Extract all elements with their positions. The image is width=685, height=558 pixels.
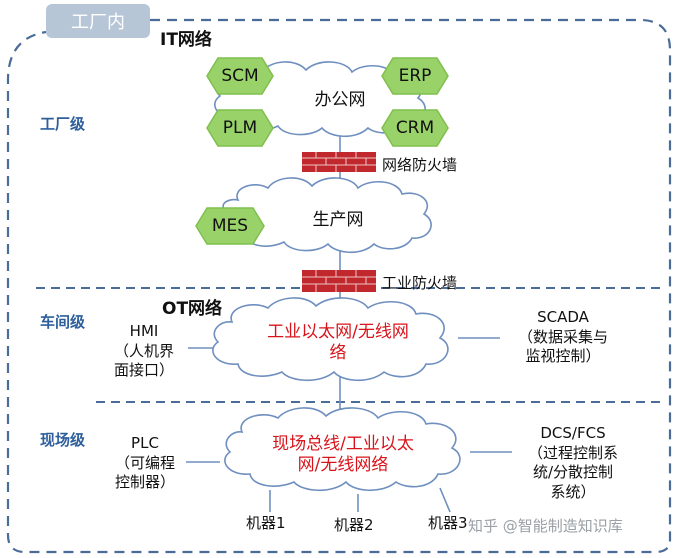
factory-boundary [6, 18, 672, 554]
scada-block: SCADA （数据采集与 监视控制） [500, 308, 626, 367]
scada-desc-1: （数据采集与 [517, 327, 608, 346]
plc-desc-1: （可编程 [114, 453, 175, 472]
hmi-title: HMI [129, 322, 159, 340]
network-firewall-graphic [302, 152, 376, 172]
mes-label: MES [211, 216, 249, 236]
plc-desc-2: 控制器） [114, 473, 175, 491]
hmi-desc-1: （人机界 [113, 341, 174, 360]
plm-hexagon [206, 109, 274, 147]
dcs-desc-1: （过程控制系 [527, 443, 618, 462]
connector-machine-3 [439, 487, 451, 513]
scm-node: SCM [207, 58, 273, 94]
production-network-label: 生产网 [312, 210, 364, 230]
industrial-network-cloud [212, 297, 449, 382]
crm-node: CRM [382, 110, 448, 146]
scada-desc-2: 监视控制） [525, 347, 601, 365]
tier-factory-level: 工厂级 [40, 115, 86, 133]
industrial-network-line2: 络 [329, 343, 347, 364]
network-firewall-label: 网络防火墙 [382, 156, 458, 174]
machine-3-label: 机器3 [428, 514, 468, 532]
field-network-line2: 网/无线网络 [297, 455, 389, 476]
tier-workshop-level: 车间级 [40, 313, 86, 331]
crm-hexagon [381, 109, 449, 147]
crm-label: CRM [395, 118, 435, 138]
tier-field-level: 现场级 [40, 431, 86, 449]
machine-2-label: 机器2 [334, 516, 374, 534]
watermark-text: 知乎 @智能制造知识库 [468, 517, 623, 535]
dcs-desc-3: 系统） [550, 482, 596, 501]
machine-1-label: 机器1 [246, 514, 286, 532]
ot-network-title: OT网络 [162, 299, 223, 319]
hmi-block: HMI （人机界 面接口） [98, 322, 190, 381]
mes-node: MES [196, 208, 264, 244]
office-network-label: 办公网 [314, 90, 366, 110]
factory-tab: 工厂内 [46, 4, 150, 38]
industrial-firewall-label: 工业防火墙 [382, 274, 458, 292]
erp-node: ERP [382, 58, 448, 94]
mes-hexagon [195, 207, 265, 245]
plc-block: PLC （可编程 控制器） [100, 434, 190, 493]
hmi-desc-2: 面接口） [113, 361, 174, 379]
it-network-title: IT网络 [160, 30, 212, 50]
scada-title: SCADA [537, 308, 589, 326]
erp-label: ERP [398, 66, 432, 86]
plm-label: PLM [222, 118, 258, 138]
field-network-label: 现场总线/工业以太 网/无线网络 [238, 434, 448, 477]
field-network-cloud [224, 407, 461, 492]
industrial-firewall-graphic [302, 270, 376, 292]
field-network-line1: 现场总线/工业以太 [272, 434, 414, 454]
plm-node: PLM [207, 110, 273, 146]
dcs-desc-2: 统/分散控制 [532, 463, 614, 481]
scm-label: SCM [221, 66, 259, 86]
erp-hexagon [381, 57, 449, 95]
dcs-block: DCS/FCS （过程控制系 统/分散控制 系统） [512, 424, 634, 502]
industrial-network-line1: 工业以太网/无线网 [267, 322, 409, 342]
scm-hexagon [206, 57, 274, 95]
plc-title: PLC [131, 434, 159, 452]
industrial-network-label: 工业以太网/无线网 络 [238, 322, 438, 365]
dcs-title: DCS/FCS [540, 424, 606, 442]
